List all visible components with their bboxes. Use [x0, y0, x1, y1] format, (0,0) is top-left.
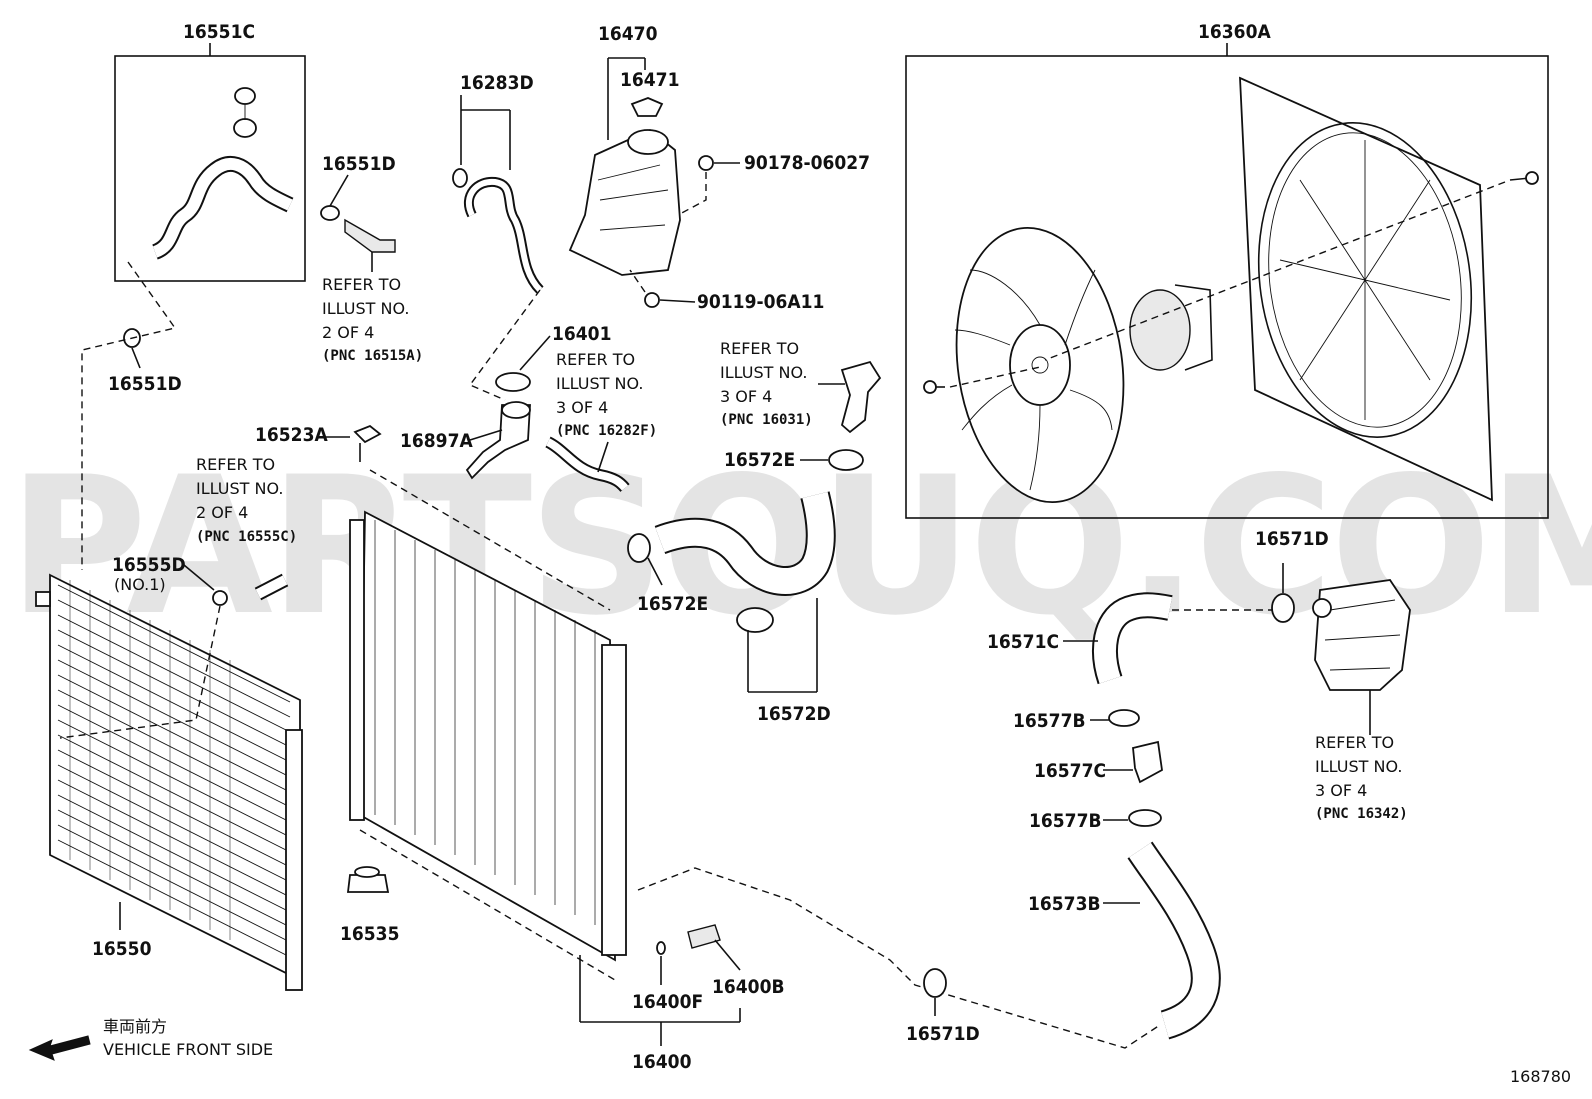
svg-text:3 OF 4: 3 OF 4: [1315, 781, 1367, 800]
label-16283d: 16283D: [460, 72, 534, 94]
svg-text:ILLUST NO.: ILLUST NO.: [322, 299, 409, 318]
svg-text:REFER TO: REFER TO: [556, 350, 635, 369]
label-16550: 16550: [92, 938, 152, 960]
mount-16535: [346, 866, 390, 893]
label-16577b-top: 16577B: [1013, 710, 1086, 732]
svg-text:2 OF 4: 2 OF 4: [196, 503, 248, 522]
label-16572e-lower: 16572E: [637, 593, 708, 615]
svg-text:ILLUST NO.: ILLUST NO.: [1315, 757, 1402, 776]
svg-text:(PNC 16555C): (PNC 16555C): [196, 529, 297, 545]
svg-text:REFER TO: REFER TO: [720, 339, 799, 358]
vehicle-front-label-jp: 車両前方: [103, 1017, 167, 1036]
label-90119-06a11: 90119-06A11: [697, 291, 824, 313]
hose-16573b-group: [1103, 841, 1221, 1040]
sensor-16551d-group: [320, 174, 396, 272]
hose-16283d-group: [452, 95, 544, 401]
svg-text:ILLUST NO.: ILLUST NO.: [720, 363, 807, 382]
reservoir-16470-group: [568, 57, 740, 308]
hose-16551c-group: [114, 43, 306, 282]
label-16573b: 16573B: [1028, 893, 1101, 915]
svg-text:REFER TO: REFER TO: [1315, 733, 1394, 752]
label-16572e-top: 16572E: [724, 449, 795, 471]
drain-16400-group: [579, 867, 1161, 1049]
svg-text:2 OF 4: 2 OF 4: [322, 323, 374, 342]
label-16577b-lower: 16577B: [1029, 810, 1102, 832]
label-16571d-top: 16571D: [1255, 528, 1329, 550]
svg-text:REFER TO: REFER TO: [322, 275, 401, 294]
label-16571c: 16571C: [987, 631, 1059, 653]
label-16400f: 16400F: [632, 991, 703, 1013]
reference-note-16031: REFER TO ILLUST NO. 3 OF 4 (PNC 16031): [720, 339, 813, 428]
fittings-1657x-group: [1090, 709, 1163, 827]
fan-assembly-16360a-group: [905, 43, 1549, 519]
label-16360a: 16360A: [1198, 21, 1271, 43]
label-16551c: 16551C: [183, 21, 255, 43]
label-16471: 16471: [620, 69, 679, 91]
label-16551d-top: 16551D: [322, 153, 396, 175]
svg-text:ILLUST NO.: ILLUST NO.: [556, 374, 643, 393]
illustration-number: 168780: [1510, 1067, 1571, 1086]
hose-16572d-group: [627, 491, 836, 693]
reference-note-16555c: REFER TO ILLUST NO. 2 OF 4 (PNC 16555C): [196, 455, 297, 545]
svg-text:3 OF 4: 3 OF 4: [556, 398, 608, 417]
label-16571d-lower: 16571D: [906, 1023, 980, 1045]
label-16572d: 16572D: [757, 703, 831, 725]
svg-text:3 OF 4: 3 OF 4: [720, 387, 772, 406]
label-16523a: 16523A: [255, 424, 328, 446]
svg-text:ILLUST NO.: ILLUST NO.: [196, 479, 283, 498]
plug-16555d: [59, 564, 289, 739]
label-16401: 16401: [552, 323, 611, 345]
label-16400b: 16400B: [712, 976, 785, 998]
thermostat-housing: [1312, 579, 1411, 735]
reference-note-16515a: REFER TO ILLUST NO. 2 OF 4 (PNC 16515A): [322, 275, 423, 364]
water-outlet: [800, 360, 882, 471]
radiator-16400-group: [349, 424, 627, 981]
label-16577c: 16577C: [1034, 760, 1106, 782]
svg-text:(PNC 16031): (PNC 16031): [720, 412, 813, 428]
vehicle-front-label-en: VEHICLE FRONT SIDE: [103, 1040, 273, 1059]
hose-16571c-group: [1063, 563, 1295, 685]
svg-text:(PNC 16515A): (PNC 16515A): [322, 348, 423, 364]
condenser-16550-group: [35, 573, 303, 991]
label-16897a: 16897A: [400, 430, 473, 452]
cap-filler-group: [465, 335, 551, 480]
label-16400: 16400: [632, 1051, 692, 1073]
vehicle-front-arrow: [28, 1035, 91, 1061]
label-16555d-no1: (NO.1): [114, 575, 166, 594]
label-16555d: 16555D: [112, 554, 186, 576]
reference-note-16282f: REFER TO ILLUST NO. 3 OF 4 (PNC 16282F): [556, 350, 657, 439]
clamp-16571d-lower: [923, 968, 947, 1016]
reference-note-16342: REFER TO ILLUST NO. 3 OF 4 (PNC 16342): [1315, 733, 1408, 822]
svg-text:(PNC 16282F): (PNC 16282F): [556, 423, 657, 439]
clamp-16551d-lower: [123, 328, 141, 369]
label-16535: 16535: [340, 923, 399, 945]
label-90178-06027: 90178-06027: [744, 152, 870, 174]
label-16470: 16470: [598, 23, 658, 45]
label-16551d-lower: 16551D: [108, 373, 182, 395]
svg-text:(PNC 16342): (PNC 16342): [1315, 806, 1408, 822]
svg-text:REFER TO: REFER TO: [196, 455, 275, 474]
